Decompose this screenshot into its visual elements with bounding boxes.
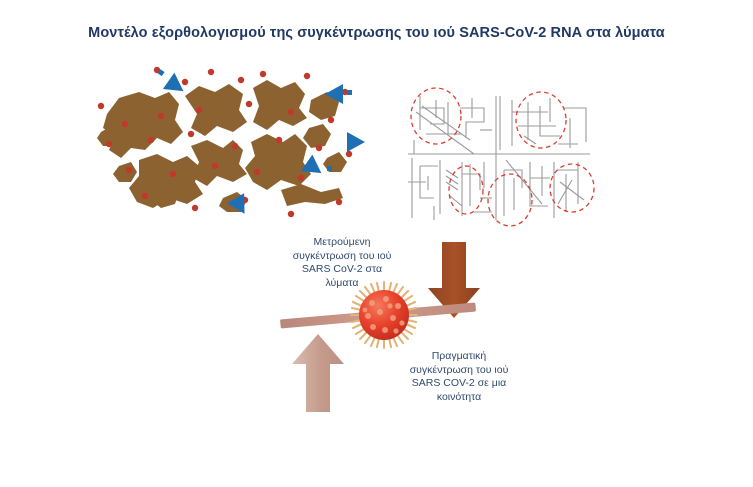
highlight-circles xyxy=(410,87,595,227)
street-lines xyxy=(408,96,590,220)
page-title: Μοντέλο εξορθολογισμού της συγκέντρωσης … xyxy=(88,25,665,41)
floc-shapes xyxy=(97,80,347,212)
virus-surface-knobs xyxy=(362,296,405,334)
virus-spikes xyxy=(349,280,419,350)
seesaw-balance-illustration xyxy=(272,240,512,420)
sewer-network-illustration xyxy=(400,78,598,227)
flow-arrows xyxy=(157,69,365,214)
virus-particle-dots xyxy=(97,66,353,218)
caption-actual-concentration: Πραγματική συγκέντρωση του ιού SARS COV-… xyxy=(409,350,509,403)
caption-measured-concentration: Μετρούμενη συγκέντρωση του ιού SARS CoV-… xyxy=(292,236,392,289)
up-arrow xyxy=(292,334,344,412)
down-arrow xyxy=(428,242,480,318)
sewage-sludge-illustration xyxy=(95,62,365,227)
coronavirus-particle xyxy=(349,280,419,350)
